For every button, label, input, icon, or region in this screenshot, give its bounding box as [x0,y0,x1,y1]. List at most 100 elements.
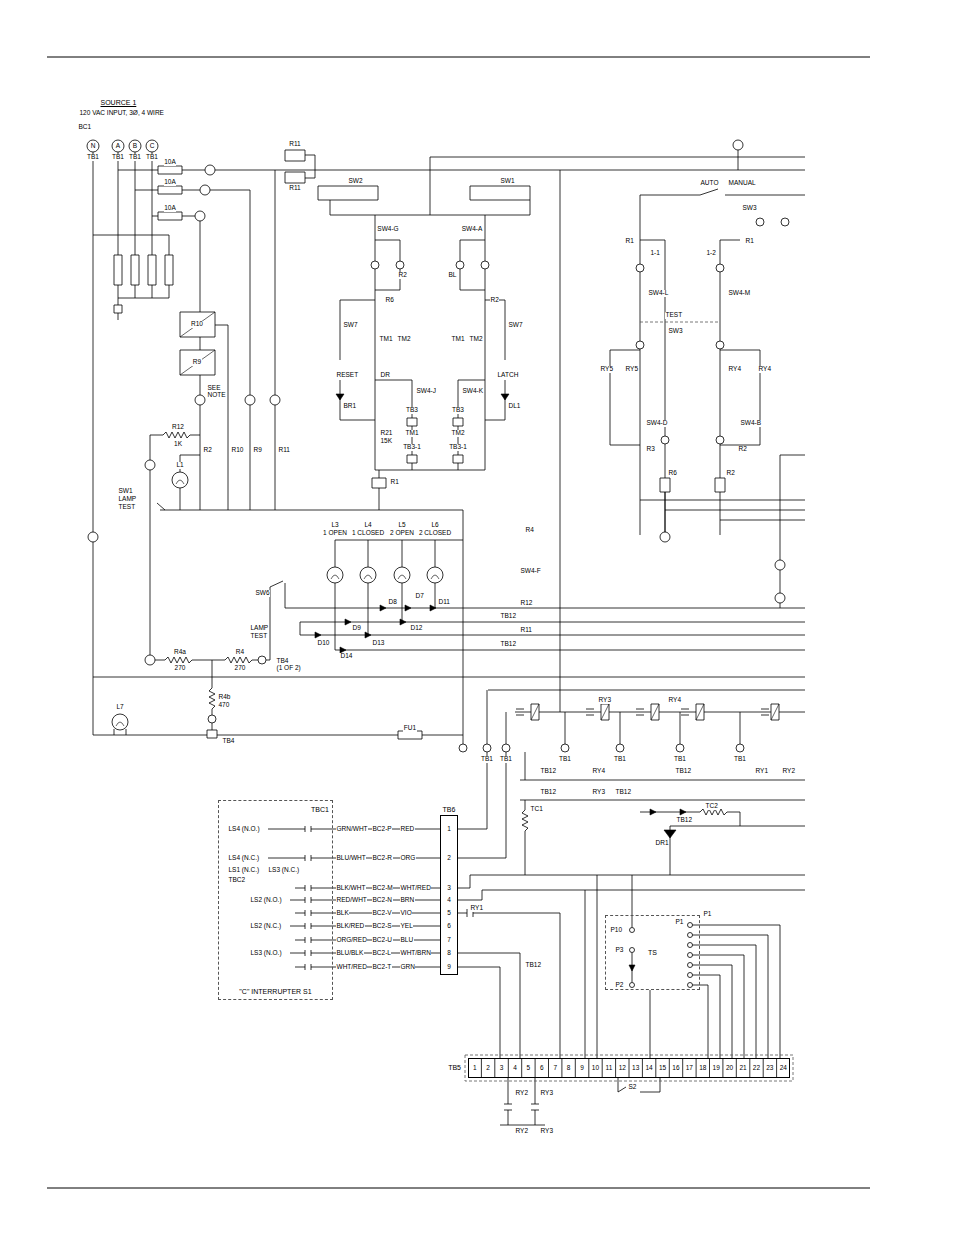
part-label: YEL [400,923,413,930]
part-label: TBC2 [228,877,246,884]
part-label: L7 [116,704,124,711]
wire-color-label: WHT/RED [336,964,367,971]
part-label: TB12 [675,768,692,775]
part-label: SW4-D [646,420,668,427]
part-label: 3 [447,885,452,892]
part-label: 22 [752,1065,760,1072]
part-label: 2 [447,855,452,862]
part-label: 8 [566,1065,571,1072]
part-label: 470 [218,702,230,709]
part-label: BC2-L [372,950,391,957]
part-label: 12 [618,1065,626,1072]
part-label: TM2 [451,430,465,437]
part-label: BC2-M [372,885,393,892]
part-label: 13 [632,1065,640,1072]
part-label: RY3 [598,697,612,704]
part-label: DL1 [508,403,521,410]
part-label: DR1 [655,840,669,847]
part-label: AUTO [700,180,719,187]
part-label: P1 [675,919,684,926]
part-label: TB12 [676,817,693,824]
part-label: R10 [231,447,244,454]
part-label: RY4 [668,697,682,704]
part-label: TB1 [500,756,513,763]
part-label: TB1 [112,154,125,161]
part-label: A [115,143,120,150]
part-label: TB1 [614,756,627,763]
part-label: R12 [520,600,533,607]
part-label: BC1 [78,124,92,131]
terminal-circle [87,140,789,988]
part-label: FU1 [403,725,416,732]
part-label: TB12 [500,613,517,620]
part-label: L3 [331,522,339,529]
part-label: NOTE [207,392,226,399]
part-label: TB1 [146,154,159,161]
part-label: R11 [289,185,301,192]
part-label: BRN [400,897,415,904]
part-label: TM2 [397,336,411,343]
block-label: TB6 [443,806,456,814]
part-label: RY3 [592,789,606,796]
part-label: 2 OPEN [390,530,415,537]
part-label: R11 [278,447,290,454]
part-label: WHT/RED [400,885,431,892]
part-label: SW4-B [740,420,762,427]
part-label: R4b [218,694,231,701]
part-label: R1 [625,238,634,245]
dashed-link [218,322,793,1081]
source-heading: SOURCE 1 [100,99,137,106]
part-label: TB3-1 [449,444,468,451]
part-label: TC1 [530,806,543,813]
part-label: L6 [431,522,439,529]
part-label: L1 [176,462,184,469]
diode-symbol [315,394,686,971]
part-label: D7 [415,593,424,600]
part-label: VIO [400,910,412,917]
part-label: D11 [438,599,450,606]
part-label: TB1 [481,756,494,763]
part-label: BC2-S [372,923,392,930]
wire-color-label: BLU/BLK [336,950,364,957]
part-label: DR [380,372,390,379]
part-label: RY2 [782,768,796,775]
part-label: LS3 (N.O.) [250,950,282,957]
part-label: R4 [235,649,244,656]
part-label: SW1 [118,488,133,495]
part-label: SW4-A [461,226,483,233]
part-label: R2 [490,297,499,304]
part-label: TB1 [559,756,572,763]
part-label: TEST [665,312,683,319]
part-label: 11 [605,1065,613,1072]
part-label: SW4-K [462,388,484,395]
part-label: P2 [615,982,624,989]
part-label: 8 [447,950,452,957]
part-label: BC2-T [372,964,392,971]
part-label: TB1 [674,756,687,763]
part-label: 1-1 [650,250,660,257]
part-label: 1 [472,1065,477,1072]
component-box [114,150,779,739]
part-label: BC2-P [372,826,392,833]
part-label: ORG [400,855,416,862]
part-label: SW3 [668,328,683,335]
part-label: RY2 [515,1090,529,1097]
part-label: SW7 [343,322,358,329]
part-label: 5 [526,1065,531,1072]
page-rule [47,57,870,1188]
part-label: 6 [447,923,452,930]
block-label: "C" INTERRUPTER S1 [236,988,316,996]
part-label: TB3 [406,407,419,414]
part-label: RY4 [758,366,772,373]
part-label: SW4-L [648,290,669,297]
part-label: R2 [726,470,735,477]
part-label: 10 [591,1065,599,1072]
part-label: BLU [400,937,414,944]
part-label: 120 VAC INPUT, 3Ø, 4 WIRE [79,110,164,117]
part-label: R4 [525,527,534,534]
part-label: S2 [628,1084,637,1091]
part-label: R1 [745,238,754,245]
part-label: RY3 [540,1090,554,1097]
part-label: BR1 [343,403,357,410]
